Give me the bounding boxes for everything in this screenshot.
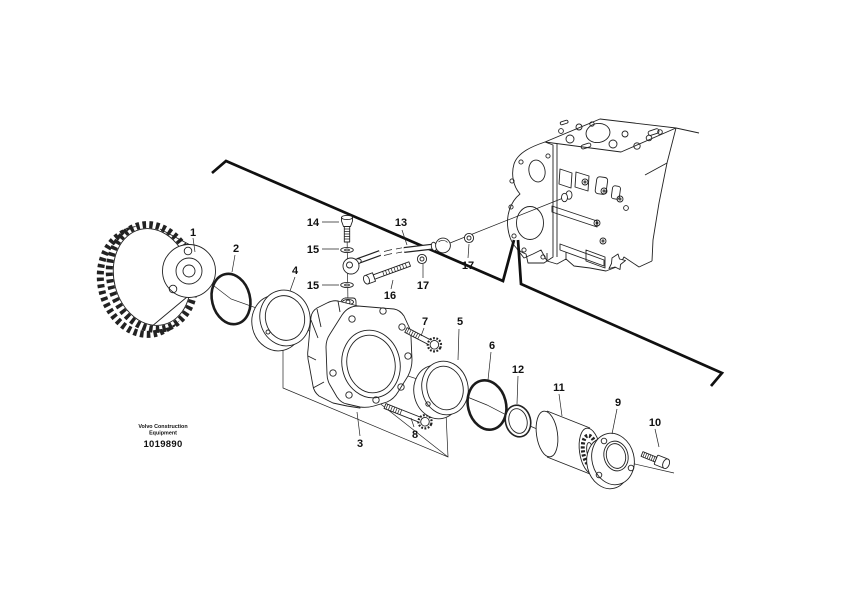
callout-13: 13	[395, 217, 407, 229]
callout-1: 1	[190, 227, 196, 239]
o-ring-2	[210, 272, 252, 326]
spacer-ring-4	[251, 289, 311, 352]
banjo-lower	[342, 257, 360, 275]
washer-15-upper	[340, 246, 354, 254]
seal-ring-12	[504, 404, 532, 438]
callout-8: 8	[412, 429, 418, 441]
callout-3: 3	[357, 438, 363, 450]
callout-6: 6	[489, 340, 495, 352]
section-mark-right	[516, 239, 725, 387]
washer-15-lower	[340, 281, 354, 289]
callout-12: 12	[512, 364, 524, 376]
figure-id-block: Volvo Construction Equipment 1019890	[138, 424, 187, 450]
bolt-14	[341, 214, 353, 243]
callout-11: 11	[553, 382, 565, 394]
callout-5: 5	[457, 316, 463, 328]
callout-16: 16	[384, 290, 396, 302]
washer-17-left	[416, 253, 428, 265]
callout-17a: 17	[417, 280, 429, 292]
banjo-bolt-16	[362, 261, 411, 285]
assembly-bracket	[282, 350, 449, 458]
o-ring-6	[466, 379, 508, 431]
callout-17b: 17	[462, 260, 474, 272]
engine-block	[507, 118, 700, 272]
callout-9: 9	[615, 397, 621, 409]
washer-17-right	[463, 232, 475, 244]
callout-10: 10	[649, 417, 661, 429]
fuel-pipe-13	[342, 237, 451, 275]
crank-nose-detail	[608, 253, 626, 270]
drive-gear-1	[96, 221, 216, 338]
callout-4: 4	[292, 265, 299, 277]
engine-bolt-bosses	[581, 178, 629, 245]
callout-leaders	[192, 221, 660, 448]
assembly-bracket-line	[377, 401, 449, 458]
pump-housing-3	[307, 297, 413, 409]
callout-15b: 15	[307, 280, 319, 292]
ring-5	[413, 360, 469, 420]
publisher-line2: Equipment	[149, 431, 177, 437]
engine-tap-hole	[561, 190, 573, 203]
bearing-flange-9	[586, 432, 635, 490]
callout-labels: 1 2 3 4 5 6 7 8 9 10 11 12 13 14 15 15 1…	[190, 217, 661, 450]
coupling-sleeve-11	[535, 410, 602, 475]
callout-2: 2	[233, 243, 239, 255]
callout-14: 14	[307, 217, 320, 229]
section-mark-left	[211, 159, 516, 283]
callout-15a: 15	[307, 244, 319, 256]
bolt-7	[404, 327, 443, 353]
callout-7: 7	[422, 316, 428, 328]
figure-number: 1019890	[143, 439, 182, 450]
publisher-line1: Volvo Construction	[138, 424, 187, 430]
bolt-8	[383, 403, 433, 430]
socket-screw-10	[640, 451, 671, 469]
